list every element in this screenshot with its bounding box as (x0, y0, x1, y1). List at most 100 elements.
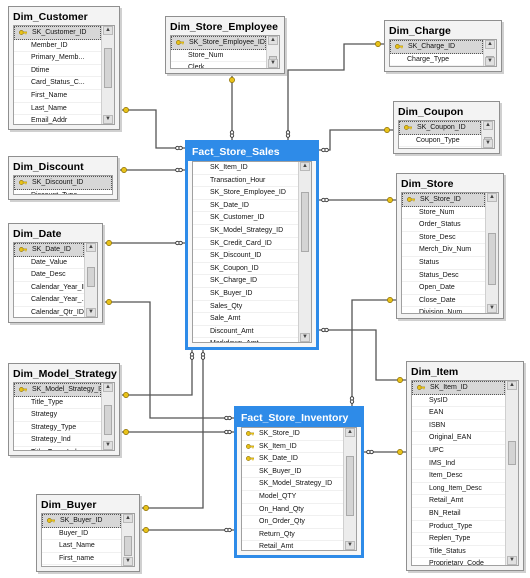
scroll-down-arrow-icon[interactable]: ▼ (485, 57, 495, 66)
column-row[interactable]: Open_Date (402, 282, 485, 295)
relationship-dim-item-to-fact-store-inventory[interactable] (364, 449, 406, 455)
column-row[interactable]: Proprietary_Code (412, 558, 505, 565)
column-row[interactable]: SK_Discount_ID (193, 250, 298, 263)
column-row[interactable]: Transaction_Hour (193, 175, 298, 188)
column-row[interactable]: SK_Item_ID (193, 162, 298, 175)
column-row[interactable]: Primary_Memb... (14, 52, 101, 65)
column-row[interactable]: SK_Item_ID (412, 381, 505, 395)
column-row[interactable]: SK_Date_ID (242, 453, 343, 466)
vertical-scrollbar[interactable]: ▲▼ (121, 514, 134, 566)
scroll-thumb[interactable] (124, 536, 132, 556)
column-row[interactable]: Title_Status (412, 546, 505, 559)
table-title[interactable]: Fact_Store_Inventory (237, 409, 361, 427)
column-row[interactable]: Item_Desc (412, 470, 505, 483)
column-row[interactable]: SK_Store_Employee_ID (171, 36, 266, 50)
table-title[interactable]: Dim_Item (411, 366, 459, 378)
relationship-dim-buyer-to-fact-store-inventory[interactable] (140, 527, 234, 533)
table-dim-coupon[interactable]: Dim_CouponSK_Coupon_IDCoupon_TypeCoupon▲… (393, 101, 500, 154)
column-row[interactable]: Long_Item_Desc (412, 483, 505, 496)
column-row[interactable]: SK_Store_ID (402, 193, 485, 207)
scroll-thumb[interactable] (87, 267, 95, 287)
column-row[interactable]: Charge_Type_Desc (390, 66, 483, 67)
table-title[interactable]: Dim_Store_Employee (170, 21, 278, 33)
column-row[interactable]: Title_Type_Ind (14, 447, 101, 450)
relationship-dim-store-employee-to-fact-store-sales[interactable] (229, 74, 235, 140)
vertical-scrollbar[interactable]: ▲▼ (481, 121, 494, 148)
scroll-up-arrow-icon[interactable]: ▲ (300, 162, 310, 171)
scroll-thumb[interactable] (488, 233, 496, 285)
scroll-thumb[interactable] (508, 441, 516, 465)
column-list[interactable]: SK_Buyer_IDBuyer_IDLast_NameFirst_nameMa… (41, 513, 135, 567)
scroll-thumb[interactable] (104, 405, 112, 435)
column-row[interactable]: Store_Desc (402, 232, 485, 245)
scroll-up-arrow-icon[interactable]: ▲ (123, 514, 133, 523)
scroll-up-arrow-icon[interactable]: ▲ (487, 193, 497, 202)
scroll-down-arrow-icon[interactable]: ▼ (268, 59, 278, 68)
relationship-dim-date-to-fact-store-sales[interactable] (103, 240, 185, 246)
relationship-dim-coupon-to-fact-store-sales[interactable] (319, 127, 393, 153)
column-row[interactable]: Date_Value (14, 257, 84, 270)
scroll-down-arrow-icon[interactable]: ▼ (103, 441, 113, 450)
column-row[interactable]: SK_Charge_ID (193, 275, 298, 288)
column-row[interactable]: SK_Customer_ID (14, 26, 101, 40)
table-dim-charge[interactable]: Dim_ChargeSK_Charge_IDCharge_TypeCharge_… (384, 20, 502, 72)
column-row[interactable]: Original_EAN (412, 432, 505, 445)
column-row[interactable]: Sales_Qty (193, 301, 298, 314)
scroll-thumb[interactable] (346, 456, 354, 516)
column-row[interactable]: ISBN (412, 420, 505, 433)
column-row[interactable]: Discount_Amt (193, 326, 298, 339)
relationship-dim-customer-to-fact-store-sales[interactable] (120, 107, 185, 151)
column-row[interactable]: Date_Desc (14, 269, 84, 282)
relationship-dim-discount-to-fact-store-sales[interactable] (118, 167, 185, 173)
scroll-up-arrow-icon[interactable]: ▲ (268, 36, 278, 45)
column-row[interactable]: Charge_Type (390, 54, 483, 66)
vertical-scrollbar[interactable]: ▲▼ (485, 193, 498, 313)
column-row[interactable]: SK_Date_ID (193, 200, 298, 213)
vertical-scrollbar[interactable]: ▲▼ (298, 162, 311, 342)
vertical-scrollbar[interactable]: ▲▼ (266, 36, 279, 68)
table-title[interactable]: Dim_Discount (13, 161, 84, 173)
column-row[interactable]: Retail_Amt (412, 495, 505, 508)
column-row[interactable]: Card_Status_C... (14, 77, 101, 90)
table-title[interactable]: Dim_Charge (389, 25, 451, 37)
column-row[interactable]: SK_Buyer_ID (242, 466, 343, 479)
column-row[interactable]: Last_Name (42, 540, 121, 553)
scroll-thumb[interactable] (301, 192, 309, 252)
scroll-down-arrow-icon[interactable]: ▼ (123, 557, 133, 566)
column-row[interactable]: SK_Buyer_ID (42, 514, 121, 528)
column-row[interactable]: First_name (42, 553, 121, 566)
scroll-down-arrow-icon[interactable]: ▼ (86, 308, 96, 317)
table-title[interactable]: Dim_Customer (13, 11, 88, 23)
scroll-down-arrow-icon[interactable]: ▼ (507, 556, 517, 565)
column-row[interactable]: IMS_Ind (412, 458, 505, 471)
column-row[interactable]: EAN (412, 407, 505, 420)
vertical-scrollbar[interactable]: ▲▼ (84, 243, 97, 317)
relationship-dim-charge-to-fact-store-sales[interactable] (285, 41, 384, 140)
vertical-scrollbar[interactable]: ▲▼ (483, 40, 496, 66)
column-row[interactable]: Last_Name (14, 103, 101, 116)
column-list[interactable]: SK_Discount_IDDiscount_Type (13, 175, 113, 195)
column-row[interactable]: On_Hand_Qty (242, 504, 343, 517)
relationship-dim-store-to-fact-store-inventory[interactable] (349, 297, 396, 406)
vertical-scrollbar[interactable]: ▲▼ (101, 383, 114, 450)
table-title[interactable]: Fact_Store_Sales (188, 143, 316, 161)
column-row[interactable]: Strategy (14, 409, 101, 422)
scroll-down-arrow-icon[interactable]: ▼ (103, 115, 113, 124)
table-title[interactable]: Dim_Buyer (41, 499, 97, 511)
column-row[interactable]: Coupon_Type (399, 135, 481, 148)
scroll-thumb[interactable] (104, 48, 112, 88)
column-row[interactable]: Member_ID (14, 40, 101, 53)
column-row[interactable]: SK_Coupon_ID (193, 263, 298, 276)
column-row[interactable]: Strategy_Ind (14, 434, 101, 447)
scroll-down-arrow-icon[interactable]: ▼ (300, 333, 310, 342)
